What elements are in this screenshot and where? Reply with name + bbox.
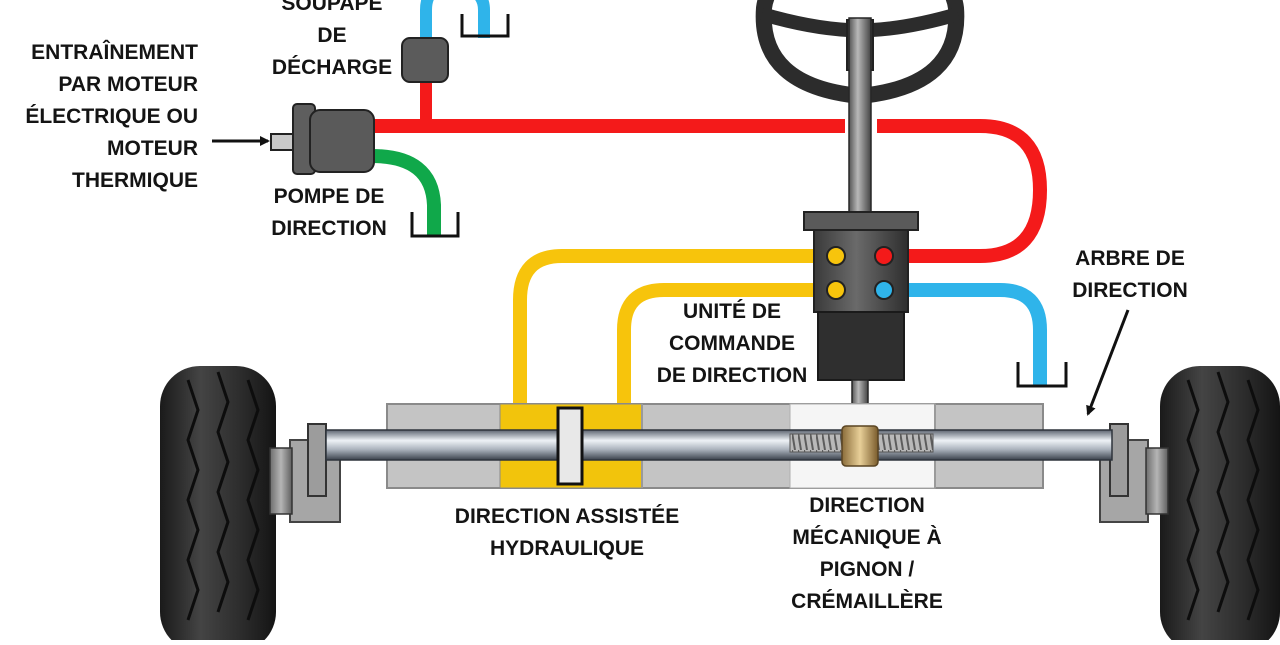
relief-return-line (420, 0, 490, 40)
label-steering-shaft: ARBRE DE DIRECTION (1072, 247, 1188, 302)
label-relief-valve: SOUPAPE DE DÉCHARGE (271, 0, 393, 79)
assist-line-outer (513, 249, 834, 404)
assist-line-inner (617, 283, 834, 404)
control-unit-body (803, 211, 919, 381)
label-steering-pump: POMPE DE DIRECTION (271, 185, 387, 240)
left-tie-rod-end (307, 423, 327, 497)
hydraulic-lines (371, 0, 1048, 404)
pressure-line-to-unit (877, 119, 1048, 263)
supply-line (371, 149, 441, 236)
rack-shaft (325, 429, 1113, 461)
steering-pump-body (270, 103, 375, 175)
steering-shaft-pointer (1086, 309, 1130, 416)
label-electric-drive: ENTRAÎNEMENT PAR MOTEUR ÉLECTRIQUE OU MO… (25, 41, 198, 192)
unit-return-line (886, 283, 1047, 386)
pump-reservoir (410, 212, 460, 238)
relief-valve-body (401, 37, 449, 83)
piston (556, 406, 584, 486)
steering-column (848, 17, 872, 219)
label-hydraulic-assist: DIRECTION ASSISTÉE HYDRAULIQUE (454, 505, 680, 560)
tire-treads (186, 371, 1260, 621)
relief-reservoir (460, 14, 510, 38)
unit-reservoir (1016, 362, 1068, 388)
label-rack-pinion: DIRECTION MÉCANIQUE À PIGNON / CRÉMAILLÈ… (791, 494, 943, 613)
label-control-unit: UNITÉ DE COMMANDE DE DIRECTION (656, 300, 808, 387)
pinion-gear (841, 425, 879, 467)
control-unit-ports (826, 246, 894, 300)
